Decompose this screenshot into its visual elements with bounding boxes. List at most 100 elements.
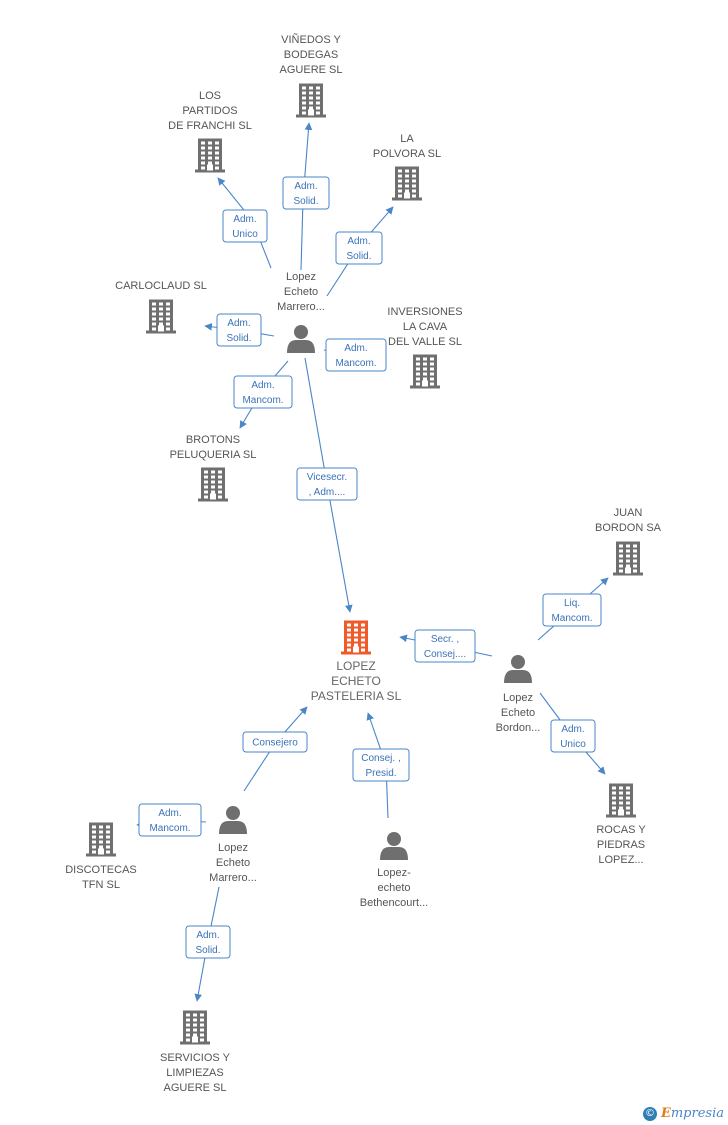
- node-label: PELUQUERIA SL: [170, 449, 257, 461]
- node-person-top[interactable]: LopezEchetoMarrero...: [277, 271, 325, 353]
- node-label: Lopez-: [377, 867, 411, 879]
- node-polvora[interactable]: LA POLVORA SL: [373, 133, 441, 201]
- edge-role-text: Adm.: [294, 181, 317, 192]
- edge-role-box: [233, 375, 293, 409]
- edge-role-label[interactable]: Adm.Solid.: [335, 231, 383, 265]
- node-label: Lopez: [286, 271, 316, 283]
- node-label: INVERSIONES: [387, 306, 462, 318]
- node-vinedos[interactable]: VIÑEDOS Y BODEGAS AGUERE SL: [280, 33, 343, 118]
- node-label: Lopez: [218, 842, 248, 854]
- node-label: LA CAVA: [403, 321, 448, 333]
- building-icon[interactable]: [341, 620, 371, 655]
- node-servicios[interactable]: SERVICIOS Y LIMPIEZAS AGUERE SL: [160, 1010, 231, 1095]
- node-label: DISCOTECAS: [65, 864, 137, 876]
- edge-role-box: [352, 748, 410, 782]
- building-icon[interactable]: [392, 166, 422, 201]
- node-label: PARTIDOS: [182, 105, 237, 117]
- node-label: BODEGAS: [284, 49, 338, 61]
- building-icon[interactable]: [410, 354, 440, 389]
- edge-role-label[interactable]: Adm. Solid.: [185, 925, 231, 959]
- edge-role-label[interactable]: Adm.Mancom.: [138, 803, 202, 837]
- edge-role-text: Solid.: [346, 251, 371, 262]
- edge-role-label[interactable]: Adm. Solid.: [282, 176, 330, 210]
- person-icon[interactable]: [219, 806, 247, 834]
- building-icon[interactable]: [198, 467, 228, 502]
- edge-role-box: [242, 731, 308, 753]
- node-label: VIÑEDOS Y: [281, 33, 341, 46]
- node-inversiones[interactable]: INVERSIONES LA CAVA DEL VALLE SL: [387, 306, 463, 389]
- edge-role-text: Solid.: [293, 196, 318, 207]
- edge-role-box: [185, 925, 231, 959]
- edge-role-text: Adm.: [344, 343, 367, 354]
- node-person-bethencourt[interactable]: Lopez-echetoBethencourt...: [360, 832, 429, 909]
- node-label: PASTELERIA SL: [311, 689, 402, 703]
- person-icon[interactable]: [380, 832, 408, 860]
- node-label: LIMPIEZAS: [166, 1067, 223, 1079]
- edge-role-box: [222, 209, 268, 243]
- person-icon[interactable]: [504, 655, 532, 683]
- node-label: JUAN: [614, 507, 643, 519]
- building-icon[interactable]: [606, 783, 636, 818]
- node-label: Marrero...: [209, 872, 257, 884]
- edge-role-label[interactable]: Adm.Unico: [222, 209, 268, 243]
- node-person-bottom[interactable]: LopezEchetoMarrero...: [209, 806, 257, 884]
- node-rocas[interactable]: ROCAS YPIEDRASLOPEZ...: [596, 783, 646, 867]
- node-label: AGUERE SL: [164, 1082, 227, 1094]
- edge-role-label[interactable]: Consej. ,Presid.: [352, 748, 410, 782]
- node-label: SERVICIOS Y: [160, 1052, 231, 1064]
- building-icon[interactable]: [86, 822, 116, 857]
- edge-role-box: [335, 231, 383, 265]
- edge-role-box: [550, 719, 596, 753]
- node-label: POLVORA SL: [373, 148, 441, 160]
- edge-role-text: Vicesecr.: [307, 472, 347, 483]
- node-label: LA: [400, 133, 414, 145]
- node-brotons[interactable]: BROTONS PELUQUERIA SL: [170, 434, 257, 502]
- building-icon[interactable]: [195, 138, 225, 173]
- edge-role-text: Solid.: [195, 945, 220, 956]
- person-icon[interactable]: [287, 325, 315, 353]
- edge-role-box: [138, 803, 202, 837]
- edge-role-label[interactable]: Adm.Unico: [550, 719, 596, 753]
- edge-role-label[interactable]: Vicesecr. , Adm....: [296, 467, 358, 501]
- edge-role-text: Adm.: [196, 930, 219, 941]
- node-carloclaud[interactable]: CARLOCLAUD SL: [115, 280, 207, 334]
- edge-role-text: Unico: [232, 229, 258, 240]
- edge-role-text: Adm.: [561, 724, 584, 735]
- node-label: BROTONS: [186, 434, 240, 446]
- node-label: Bordon...: [496, 722, 541, 734]
- edge-role-label[interactable]: Adm.Mancom.: [325, 338, 387, 372]
- edge-role-text: Mancom.: [551, 613, 592, 624]
- edge-role-text: , Adm....: [309, 487, 346, 498]
- node-label: LOPEZ: [336, 659, 375, 673]
- edge-role-text: Secr. ,: [431, 634, 459, 645]
- building-icon[interactable]: [613, 541, 643, 576]
- brand-initial: E: [660, 1106, 671, 1121]
- edge-role-label[interactable]: Consejero: [242, 731, 308, 753]
- edge-role-label[interactable]: Adm.Solid.: [216, 313, 262, 347]
- node-person-bordon[interactable]: LopezEchetoBordon...: [496, 655, 541, 734]
- watermark: ©Empresia: [642, 1106, 724, 1121]
- edge-role-box: [325, 338, 387, 372]
- node-label: CARLOCLAUD SL: [115, 280, 207, 292]
- edge-role-box: [282, 176, 330, 210]
- node-label: Lopez: [503, 692, 533, 704]
- node-label: PIEDRAS: [597, 839, 645, 851]
- edge-role-label[interactable]: Adm.Mancom.: [233, 375, 293, 409]
- node-label: DEL VALLE SL: [388, 336, 462, 348]
- edge-role-label[interactable]: Liq.Mancom.: [542, 593, 602, 627]
- node-label: LOS: [199, 90, 221, 102]
- edge-role-text: Adm.: [227, 318, 250, 329]
- building-icon[interactable]: [180, 1010, 210, 1045]
- node-label: Echeto: [216, 857, 250, 869]
- edge-role-text: Presid.: [365, 768, 396, 779]
- building-icon[interactable]: [296, 83, 326, 118]
- edge-role-text: Mancom.: [149, 823, 190, 834]
- edge-role-label[interactable]: Secr. ,Consej....: [414, 629, 476, 663]
- node-label: AGUERE SL: [280, 64, 343, 76]
- building-icon[interactable]: [146, 299, 176, 334]
